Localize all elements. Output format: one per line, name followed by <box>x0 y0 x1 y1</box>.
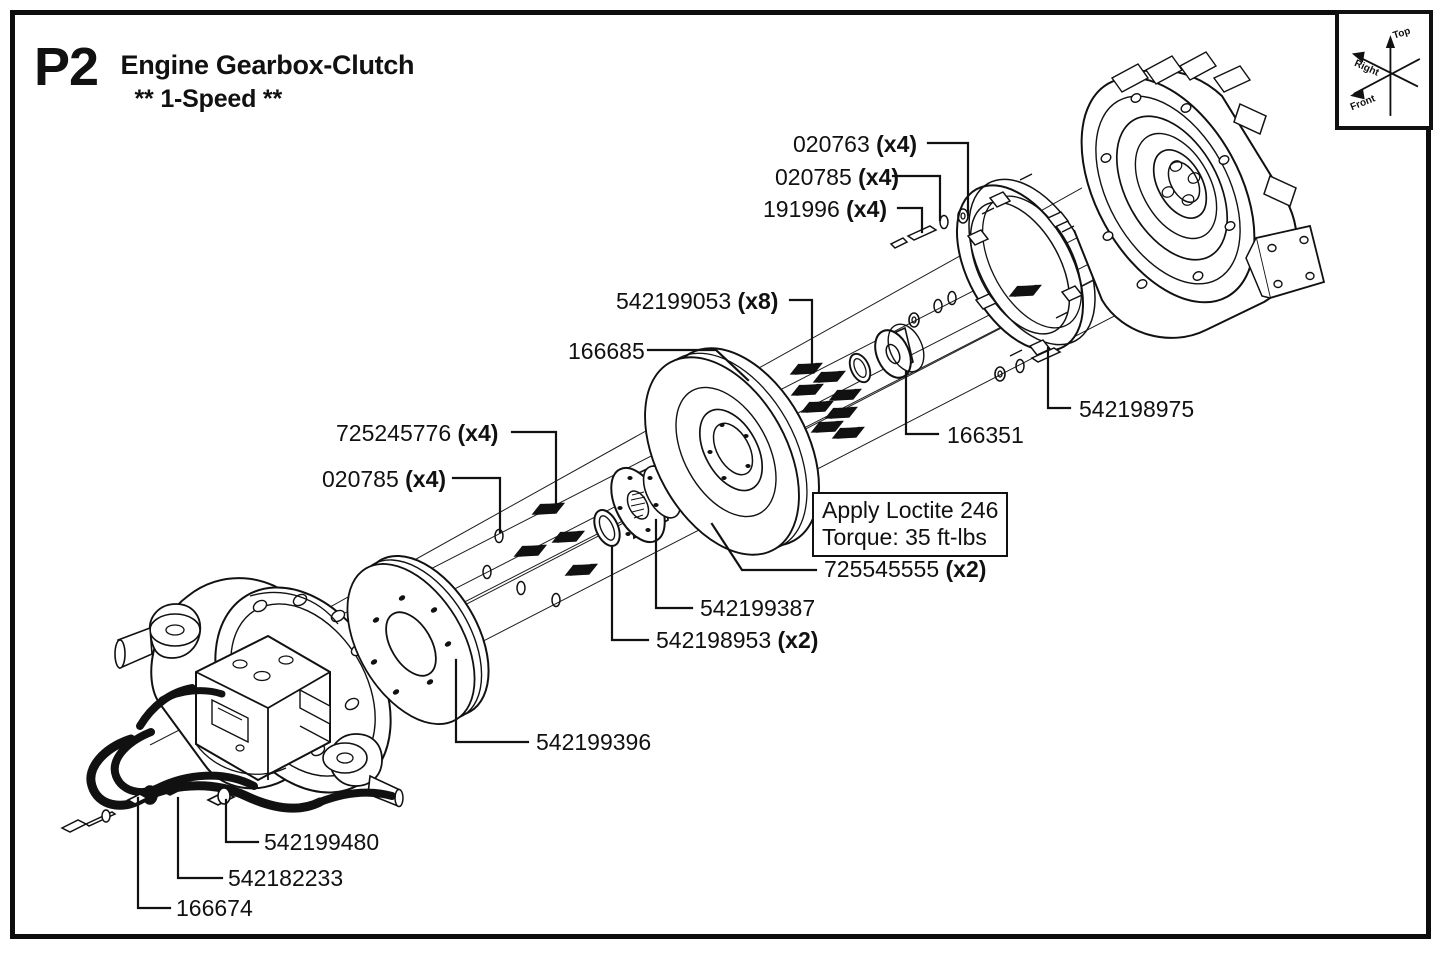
part-number: 542198953 <box>656 627 772 653</box>
callout-020763: 020763 (x4) <box>793 131 917 158</box>
part-number: 166685 <box>568 338 645 364</box>
part-number: 020785 <box>322 466 399 492</box>
assembly-note-box: Apply Loctite 246 Torque: 35 ft-lbs <box>812 492 1009 557</box>
callout-191996: 191996 (x4) <box>763 196 887 223</box>
part-number: 191996 <box>763 196 840 222</box>
part-number: 542199396 <box>536 729 652 755</box>
part-number: 166351 <box>947 422 1024 448</box>
note-line-2: Torque: 35 ft-lbs <box>822 524 987 550</box>
part-quantity: (x8) <box>737 288 779 314</box>
hose-mount-bolt <box>60 809 117 833</box>
orientation-axes-icon: Top Right Front <box>1349 26 1421 116</box>
callout-542199053: 542199053 (x8) <box>616 288 778 315</box>
callout-166674: 166674 <box>176 895 253 922</box>
part-number: 542199480 <box>264 829 380 855</box>
page-title: Engine Gearbox-Clutch <box>120 50 415 80</box>
part-quantity: (x2) <box>777 627 819 653</box>
title-block: P2 Engine Gearbox-Clutch ** 1-Speed ** <box>34 40 674 114</box>
right-arrow-icon <box>1351 51 1365 63</box>
title-text-group: Engine Gearbox-Clutch ** 1-Speed ** <box>121 40 415 114</box>
part-number: 542198975 <box>1079 396 1195 422</box>
part-number: 542199053 <box>616 288 732 314</box>
callout-542199480: 542199480 <box>264 829 379 856</box>
part-quantity: (x4) <box>405 466 447 492</box>
callout-542199387: 542199387 <box>700 595 815 622</box>
callout-542199396: 542199396 <box>536 729 651 756</box>
leader-lines <box>136 141 1072 910</box>
callout-542198953: 542198953 (x2) <box>656 627 818 654</box>
clutch-disc-166685 <box>644 347 820 556</box>
page-code: P2 <box>34 37 99 97</box>
gearbox-housing-assembly <box>114 577 404 808</box>
callout-166351: 166351 <box>947 422 1024 449</box>
hydraulic-hoses <box>86 684 396 813</box>
part-number: 542182233 <box>228 865 344 891</box>
callout-725545555: 725545555 (x2) <box>824 556 986 583</box>
note-line-1: Apply Loctite 246 <box>822 497 999 523</box>
part-number: 020763 <box>793 131 870 157</box>
orientation-top-label: Top <box>1392 26 1412 42</box>
part-quantity: (x4) <box>846 196 888 222</box>
hub-flange-542199387 <box>610 460 682 544</box>
front-arrow-icon <box>1350 88 1365 100</box>
callout-542182233: 542182233 <box>228 865 343 892</box>
callout-020785-lower: 020785 (x4) <box>322 466 446 493</box>
part-number: 725545555 <box>824 556 940 582</box>
page-subtitle: ** 1-Speed ** <box>134 85 283 113</box>
part-quantity: (x4) <box>457 420 499 446</box>
seal-542198953 <box>593 509 621 547</box>
bell-housing-assembly <box>1073 51 1326 339</box>
callout-020785-upper: 020785 (x4) <box>775 164 899 191</box>
callout-166685: 166685 <box>568 338 645 365</box>
spacer-166351 <box>848 323 925 384</box>
orientation-indicator: Top Right Front <box>1335 10 1433 130</box>
part-number: 020785 <box>775 164 852 190</box>
part-number: 725245776 <box>336 420 452 446</box>
part-number: 542199387 <box>700 595 816 621</box>
top-arrow-icon <box>1385 35 1396 48</box>
callout-725245776: 725245776 (x4) <box>336 420 498 447</box>
part-quantity: (x4) <box>858 164 900 190</box>
part-quantity: (x2) <box>945 556 987 582</box>
part-quantity: (x4) <box>876 131 918 157</box>
callout-542198975: 542198975 <box>1079 396 1194 423</box>
part-number: 166674 <box>176 895 253 921</box>
